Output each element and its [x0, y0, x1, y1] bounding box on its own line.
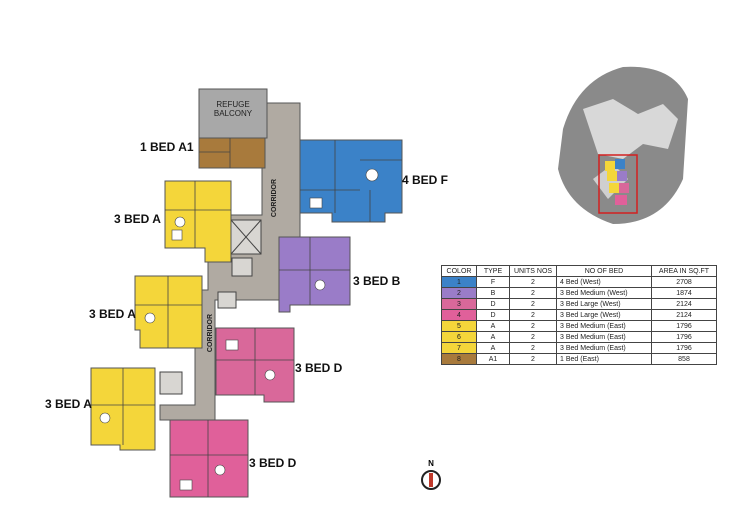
legend-header-area: AREA IN SQ.FT: [651, 265, 717, 277]
legend-cell-area: 858: [651, 353, 717, 365]
unit-label-3-bed-a-mid: 3 BED A: [89, 307, 136, 321]
furniture: [99, 168, 379, 491]
legend-cell-type: D: [476, 298, 510, 310]
legend-cell-bed: 3 Bed Large (West): [556, 309, 652, 321]
legend-header-bed: NO OF BED: [556, 265, 652, 277]
unit-label-1-bed-a1: 1 BED A1: [140, 140, 194, 154]
legend-header-units: UNITS NOS: [509, 265, 557, 277]
legend-cell-area: 1796: [651, 320, 717, 332]
legend-cell-bed: 3 Bed Medium (West): [556, 287, 652, 299]
partitions: [91, 138, 402, 497]
north-arrow: N: [420, 459, 442, 491]
unit-1-bed-a1: [198, 137, 266, 169]
legend-cell-type: A: [476, 320, 510, 332]
legend-cell-type: F: [476, 276, 510, 288]
legend-cell-area: 1874: [651, 287, 717, 299]
legend-cell-type: A1: [476, 353, 510, 365]
legend-cell-color: 4: [441, 309, 477, 321]
legend-cell-type: B: [476, 287, 510, 299]
unit-3-bed-b: [278, 236, 351, 313]
legend-cell-color: 5: [441, 320, 477, 332]
legend-cell-color: 6: [441, 331, 477, 343]
legend-cell-units: 2: [509, 298, 557, 310]
unit-4-bed-f: [299, 139, 403, 223]
legend-cell-color: 8: [441, 353, 477, 365]
north-arrow-icon: [421, 470, 441, 490]
unit-3-bed-d-bottom: [169, 419, 249, 498]
legend-cell-type: A: [476, 342, 510, 354]
legend-cell-area: 2708: [651, 276, 717, 288]
tower-highlight-units: [605, 159, 629, 205]
legend-cell-units: 2: [509, 331, 557, 343]
refuge-label-1: REFUGE: [216, 100, 249, 109]
legend-cell-area: 1796: [651, 331, 717, 343]
corridor-label-upper: CORRIDOR: [271, 179, 278, 217]
legend-header-type: TYPE: [476, 265, 510, 277]
key-plan: [553, 59, 693, 234]
legend-header-row: COLOR TYPE UNITS NOS NO OF BED AREA IN S…: [441, 265, 717, 277]
site-buildings: [583, 99, 678, 159]
refuge-balcony: REFUGE BALCONY: [198, 88, 268, 139]
unit-label-3-bed-d-mid: 3 BED D: [295, 361, 343, 375]
legend-cell-type: D: [476, 309, 510, 321]
legend-cell-bed: 3 Bed Medium (East): [556, 331, 652, 343]
legend-cell-color: 2: [441, 287, 477, 299]
tower-highlight-box: [598, 154, 638, 214]
legend-cell-units: 2: [509, 353, 557, 365]
corridor-label-lower: CORRIDOR: [207, 314, 214, 352]
legend-cell-units: 2: [509, 287, 557, 299]
unit-label-4-bed-f: 4 BED F: [402, 173, 449, 187]
unit-3-bed-a-mid: [134, 275, 203, 349]
legend-cell-type: A: [476, 331, 510, 343]
legend-cell-area: 2124: [651, 298, 717, 310]
legend-cell-units: 2: [509, 309, 557, 321]
legend-cell-bed: 3 Bed Large (West): [556, 298, 652, 310]
unit-3-bed-a-top: [164, 180, 232, 263]
legend-cell-color: 3: [441, 298, 477, 310]
legend-cell-units: 2: [509, 276, 557, 288]
north-letter: N: [428, 459, 434, 468]
legend-cell-bed: 3 Bed Medium (East): [556, 342, 652, 354]
legend-header-color: COLOR: [441, 265, 477, 277]
unit-legend-table: COLOR TYPE UNITS NOS NO OF BED AREA IN S…: [441, 265, 717, 365]
legend-cell-color: 1: [441, 276, 477, 288]
unit-label-3-bed-d-bottom: 3 BED D: [249, 456, 297, 470]
unit-label-3-bed-a-bottom: 3 BED A: [45, 397, 92, 411]
unit-label-3-bed-a-top: 3 BED A: [114, 212, 161, 226]
legend-cell-color: 7: [441, 342, 477, 354]
unit-label-3-bed-b: 3 BED B: [353, 274, 401, 288]
refuge-label-2: BALCONY: [214, 109, 253, 118]
legend-cell-bed: 3 Bed Medium (East): [556, 320, 652, 332]
legend-cell-bed: 4 Bed (West): [556, 276, 652, 288]
legend-cell-area: 1796: [651, 342, 717, 354]
legend-cell-units: 2: [509, 320, 557, 332]
legend-cell-units: 2: [509, 342, 557, 354]
legend-cell-area: 2124: [651, 309, 717, 321]
legend-cell-bed: 1 Bed (East): [556, 353, 652, 365]
